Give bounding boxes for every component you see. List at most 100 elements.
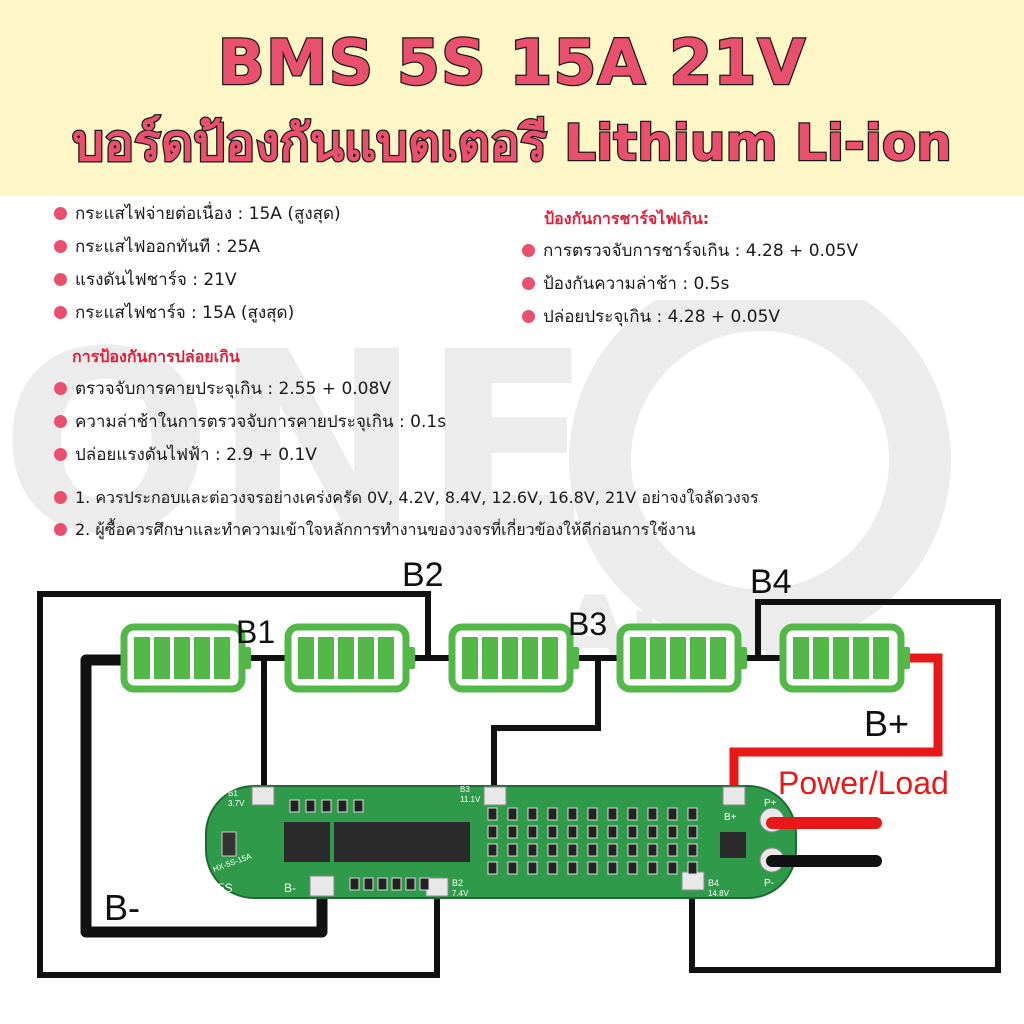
smd-part (547, 843, 558, 857)
smd-part (337, 799, 348, 813)
overcharge-item: การตรวจจับการชาร์จเกิน : 4.28 + 0.05V (522, 240, 858, 262)
board-text-bminus: B- (284, 881, 296, 895)
smd-part (647, 843, 658, 857)
battery-segment (670, 637, 686, 679)
board-text-b1v: 3.7V (228, 799, 245, 808)
smd-part (567, 825, 578, 839)
bullet-icon (54, 523, 67, 536)
pad-b4 (681, 871, 705, 891)
board-text-b2: B2 (452, 878, 463, 888)
battery-terminal (408, 647, 415, 669)
smd-part (507, 807, 518, 821)
label-b-minus: B- (104, 887, 140, 928)
mosfet (424, 822, 470, 862)
smd-part (607, 825, 618, 839)
mosfet (334, 822, 380, 862)
smd-part (547, 825, 558, 839)
smd-part (507, 861, 518, 875)
bullet-icon (522, 277, 535, 290)
label-b-plus: B+ (864, 703, 909, 744)
board-text-b4v: 14.8V (708, 889, 730, 898)
wire-b-minus (80, 654, 328, 938)
battery-segment (650, 637, 666, 679)
battery-segment (630, 637, 646, 679)
battery-segment (378, 637, 394, 679)
smd-part (547, 861, 558, 875)
bullet-icon (54, 240, 67, 253)
bullet-icon (522, 244, 535, 257)
resistor (221, 831, 237, 857)
smd-part (667, 861, 678, 875)
battery-terminal (244, 647, 251, 669)
label-b3: B3 (568, 606, 607, 642)
smd-part (587, 861, 598, 875)
smd-part (607, 807, 618, 821)
spec-item: แรงดันไฟชาร์จ : 21V (54, 269, 237, 291)
battery-segment (793, 637, 809, 679)
smd-part (527, 861, 538, 875)
smd-part (487, 861, 498, 875)
smd-part (687, 861, 698, 875)
board-text-b4: B4 (708, 878, 719, 888)
smd-part (607, 861, 618, 875)
pad-b-minus (309, 875, 335, 897)
wire-b3 (491, 660, 601, 790)
battery-segment (358, 637, 374, 679)
smd-part (289, 799, 300, 813)
bullet-icon (54, 448, 67, 461)
board-text-b3: B3 (460, 785, 470, 794)
smd-part (487, 843, 498, 857)
bullet-icon (54, 273, 67, 286)
bullet-icon (54, 306, 67, 319)
battery-pack (120, 623, 910, 693)
overcharge-heading: ป้องกันการชาร์จไฟเกิน: (544, 209, 710, 228)
battery-segment (482, 637, 498, 679)
board-text-5s: 5S (218, 881, 233, 895)
wire-b-plus (729, 653, 943, 790)
battery-segment (813, 637, 829, 679)
label-power-load: Power/Load (778, 765, 949, 801)
battery-segment (318, 637, 334, 679)
smd-components (289, 799, 698, 891)
spec-item: กระแสไฟชาร์จ : 15A (สูงสุด) (54, 302, 294, 324)
label-b2: B2 (402, 556, 444, 594)
smd-part (647, 807, 658, 821)
smd-part (627, 843, 638, 857)
mosfet (378, 822, 424, 862)
mosfet (284, 822, 330, 862)
smd-part (377, 877, 388, 891)
smd-part (667, 825, 678, 839)
spec-item: กระแสไฟออกทันที : 25A (54, 236, 260, 258)
smd-part (507, 843, 518, 857)
smd-part (305, 799, 316, 813)
battery-segment (194, 637, 210, 679)
pad-b-plus (722, 786, 746, 806)
smd-part (419, 877, 430, 891)
smd-part (567, 807, 578, 821)
battery-segment (690, 637, 706, 679)
smd-part (321, 799, 332, 813)
battery-cell (284, 623, 415, 693)
smd-part (607, 843, 618, 857)
battery-segment (522, 637, 538, 679)
smd-part (687, 807, 698, 821)
title-banner: BMS 5S 15A 21V บอร์ดป้องกันแบตเตอรี Lith… (0, 0, 1024, 196)
smd-part (587, 825, 598, 839)
overdischarge-item: ตรวจจับการคายประจุเกิน : 2.55 + 0.08V (54, 378, 391, 400)
board-text-b2v: 7.4V (452, 889, 469, 898)
board-text-pplus: P+ (764, 798, 777, 809)
smd-part (627, 807, 638, 821)
smd-part (507, 825, 518, 839)
battery-cell (616, 623, 747, 693)
battery-segment (214, 637, 230, 679)
battery-terminal (903, 647, 910, 669)
overdischarge-heading: การป้องกันการปล่อยเกิน (72, 347, 240, 366)
smd-part (353, 799, 364, 813)
bullet-icon (54, 382, 67, 395)
battery-cell (120, 623, 251, 693)
overcharge-item: ป้องกันความล่าช้า : 0.5s (522, 273, 729, 295)
watermark-text: ONE (0, 300, 593, 589)
smd-part (547, 807, 558, 821)
battery-segment (833, 637, 849, 679)
